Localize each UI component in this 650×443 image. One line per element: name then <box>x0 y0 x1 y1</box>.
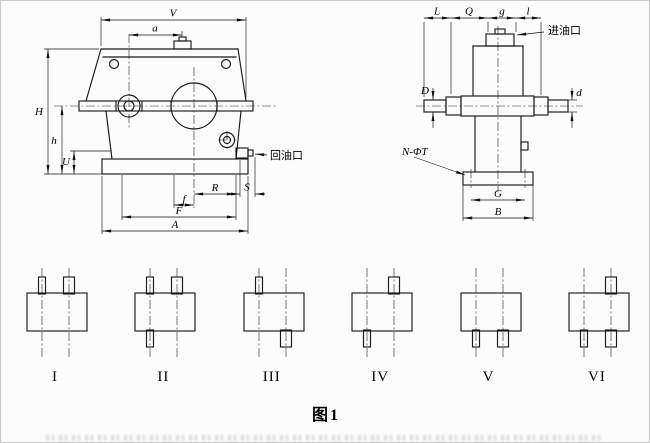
dim-g-label: g <box>499 6 505 18</box>
figure-caption: 图1 <box>311 407 340 424</box>
top-vent-plug <box>173 40 192 50</box>
cover-bolt-right <box>220 58 232 70</box>
dim-L-label: L <box>433 6 440 18</box>
variant-1-sketch <box>26 268 88 358</box>
variant-2-label: II <box>157 369 170 385</box>
scan-artifact-text <box>46 435 601 441</box>
side-dimensions <box>413 16 577 221</box>
assembly-variants-row: I II III <box>1 261 649 386</box>
variant-5-label: V <box>482 369 495 385</box>
dim-f-label: f <box>182 194 187 206</box>
top-vent-knob <box>178 36 187 42</box>
dim-U-label: U <box>62 156 71 168</box>
cover-bolt-left <box>108 58 120 70</box>
variant-1-label: I <box>52 369 58 385</box>
variant-2: II <box>115 261 211 386</box>
dim-V-label: V <box>170 8 178 20</box>
variant-6-sketch <box>568 268 630 358</box>
dim-h-label: h <box>51 135 57 147</box>
dim-H-label: H <box>34 106 44 118</box>
oil-inlet-box <box>485 33 515 47</box>
variant-4-label: IV <box>371 369 390 385</box>
split-flange <box>78 100 254 112</box>
side-base <box>462 171 534 186</box>
dim-G-label: G <box>494 188 502 200</box>
dim-B-label: B <box>495 206 502 218</box>
output-shaft-end <box>547 99 569 113</box>
front-dimensions <box>44 17 268 234</box>
front-centerlines <box>54 34 276 208</box>
dim-F-label: F <box>175 205 183 217</box>
variant-5-sketch <box>459 268 522 358</box>
variant-1: I <box>7 261 103 386</box>
variant-6-label: VI <box>588 369 606 385</box>
output-bearing-circle <box>170 82 218 130</box>
variant-5: V <box>441 261 537 386</box>
oil-return-fitting <box>235 147 249 159</box>
oil-return-port-label: 回油口 <box>270 148 303 162</box>
dim-S-label: S <box>244 182 250 194</box>
oil-inlet-knob <box>494 28 506 35</box>
dim-Q-label: Q <box>465 6 473 18</box>
side-housing-outline <box>423 28 569 186</box>
input-shaft-circle <box>117 94 141 118</box>
gearbox-housing-outline <box>78 36 254 175</box>
variant-3-sketch <box>243 268 305 358</box>
side-plug <box>520 141 529 151</box>
oil-sight-circle <box>218 131 236 149</box>
dim-D-label: D <box>420 85 429 97</box>
dim-d-label: d <box>576 87 582 99</box>
dim-A-label: A <box>171 219 179 231</box>
variant-6: VI <box>549 261 645 386</box>
side-view-drawing: L Q g l D d G B N-ΦT 进油口 <box>401 6 583 221</box>
front-view-drawing: V a H h U R f F A S 回油口 <box>34 8 303 234</box>
bolt-holes-note: N-ΦT <box>401 146 428 158</box>
variant-3-label: III <box>262 369 281 385</box>
variant-4: IV <box>332 261 428 386</box>
base-flange <box>101 158 249 175</box>
oil-inlet-port-label: 进油口 <box>548 23 581 37</box>
dim-R-label: R <box>211 182 219 194</box>
side-centerlines <box>416 26 583 192</box>
variant-2-sketch <box>134 268 196 358</box>
variant-4-sketch <box>351 268 413 358</box>
dim-l-label: l <box>526 6 529 18</box>
variant-3: III <box>224 261 320 386</box>
dim-a-label: a <box>152 23 158 35</box>
